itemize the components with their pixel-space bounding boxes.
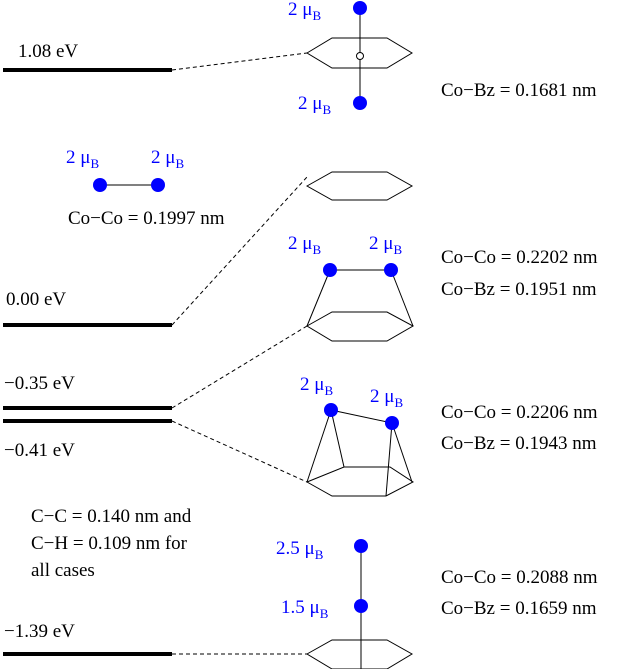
- mu-symbol: μ: [302, 0, 312, 20]
- moment-value: 2: [66, 147, 76, 168]
- moment-value: 2: [288, 0, 298, 20]
- coco-distance-tilted: Co−Co = 0.2206 nm: [441, 402, 598, 423]
- cobz-distance-vertical: Co−Bz = 0.1659 nm: [441, 598, 597, 619]
- coco-distance-vertical: Co−Co = 0.2088 nm: [441, 567, 598, 588]
- moment-value: 2.5: [276, 538, 300, 559]
- magnetic-moment-left: 2 μB: [66, 147, 99, 171]
- mu-subscript: B: [312, 242, 321, 257]
- mu-subscript: B: [315, 547, 324, 562]
- co-ring-bond: [385, 422, 393, 497]
- benzene-ring-isolated: [305, 171, 414, 201]
- mu-symbol: μ: [310, 597, 320, 618]
- energy-label-a: 1.08 eV: [18, 41, 78, 62]
- magnetic-moment-left: 2 μB: [288, 233, 321, 257]
- mu-subscript: B: [394, 395, 403, 410]
- mu-subscript: B: [175, 156, 184, 171]
- connector-c: [171, 325, 308, 409]
- energy-levels: [3, 68, 172, 656]
- co-ring-bond-left: [306, 269, 331, 327]
- mu-subscript: B: [90, 156, 99, 171]
- magnetic-moment-left: 2 μB: [300, 374, 333, 398]
- co-ring-bond: [330, 409, 345, 468]
- mu-subscript: B: [320, 606, 329, 621]
- connector-a: [171, 52, 308, 71]
- vertical-structure: 2.5 μB 1.5 μB Co−Co = 0.2088 nm Co−Bz = …: [276, 538, 598, 669]
- free-dimer: 2 μB 2 μB Co−Co = 0.1997 nm: [66, 147, 225, 229]
- mu-symbol: μ: [314, 374, 324, 395]
- connector-b: [171, 176, 308, 326]
- level-connectors: [171, 52, 308, 655]
- energy-label-d: −0.41 eV: [4, 440, 75, 461]
- moment-value: 2: [300, 374, 310, 395]
- benzene-ring: [306, 37, 413, 69]
- mu-subscript: B: [312, 8, 321, 23]
- note-line-1: C−C = 0.140 nm and: [31, 506, 192, 527]
- co-atom-right: [384, 263, 398, 277]
- mu-symbol: μ: [312, 93, 322, 114]
- cobz-distance-sandwich: Co−Bz = 0.1681 nm: [441, 80, 597, 101]
- cobz-distance-parallel: Co−Bz = 0.1951 nm: [441, 279, 597, 300]
- moment-value: 2: [370, 386, 380, 407]
- note-line-2: C−H = 0.109 nm for: [31, 533, 188, 554]
- co-atom-left: [323, 263, 337, 277]
- energy-label-e: −1.39 eV: [4, 621, 75, 642]
- co-atom-bottom: [353, 96, 367, 110]
- mu-symbol: μ: [384, 386, 394, 407]
- mu-symbol: μ: [80, 147, 90, 168]
- co-ring-bond-right: [390, 269, 414, 327]
- co-co-bond: [330, 409, 393, 424]
- connector-d: [171, 420, 308, 483]
- dimer-bond-length: Co−Co = 0.1997 nm: [68, 208, 225, 229]
- sandwich-structure: 2 μB 2 μB Co−Bz = 0.1681 nm: [288, 0, 597, 117]
- magnetic-moment-right: 2 μB: [370, 386, 403, 410]
- moment-value: 2: [369, 233, 379, 254]
- magnetic-moment-right: 2 μB: [369, 233, 402, 257]
- magnetic-moment-right: 2 μB: [151, 147, 184, 171]
- magnetic-moment-top: 2 μB: [288, 0, 321, 23]
- mu-symbol: μ: [302, 233, 312, 254]
- co-atom-top: [353, 1, 367, 15]
- co-atom-middle: [354, 599, 368, 613]
- mu-subscript: B: [322, 102, 331, 117]
- magnetic-moment-middle: 1.5 μB: [281, 597, 329, 621]
- benzene-ring: [306, 639, 413, 669]
- tilted-structure: 2 μB 2 μB Co−Co = 0.2206 nm Co−Bz = 0.19…: [300, 374, 598, 497]
- moment-value: 2: [288, 233, 298, 254]
- moment-value: 2: [151, 147, 161, 168]
- co-atom-left: [93, 178, 107, 192]
- cobz-distance-tilted: Co−Bz = 0.1943 nm: [441, 433, 597, 454]
- co-atom-left: [324, 403, 338, 417]
- energy-label-c: −0.35 eV: [4, 373, 75, 394]
- benzene-ring: [306, 311, 415, 342]
- magnetic-moment-top: 2.5 μB: [276, 538, 324, 562]
- co-ring-bond: [306, 409, 332, 483]
- mu-symbol: μ: [165, 147, 175, 168]
- energy-label-b: 0.00 eV: [6, 289, 66, 310]
- co-ring-bond: [391, 422, 413, 483]
- note-line-3: all cases: [31, 560, 95, 581]
- co-atom-top: [354, 539, 368, 553]
- mu-symbol: μ: [383, 233, 393, 254]
- coco-distance-parallel: Co−Co = 0.2202 nm: [441, 247, 598, 268]
- ring-center-marker: [356, 52, 364, 60]
- co-atom-right: [385, 416, 399, 430]
- benzene-ring: [305, 466, 414, 497]
- moment-value: 1.5: [281, 597, 305, 618]
- co-atom-right: [151, 178, 165, 192]
- moment-value: 2: [298, 93, 308, 114]
- magnetic-moment-bottom: 2 μB: [298, 93, 331, 117]
- mu-subscript: B: [324, 383, 333, 398]
- bond-length-note: C−C = 0.140 nm and C−H = 0.109 nm for al…: [31, 506, 192, 581]
- mu-subscript: B: [393, 242, 402, 257]
- mu-symbol: μ: [305, 538, 315, 559]
- parallel-structure: 2 μB 2 μB Co−Co = 0.2202 nm Co−Bz = 0.19…: [288, 171, 598, 342]
